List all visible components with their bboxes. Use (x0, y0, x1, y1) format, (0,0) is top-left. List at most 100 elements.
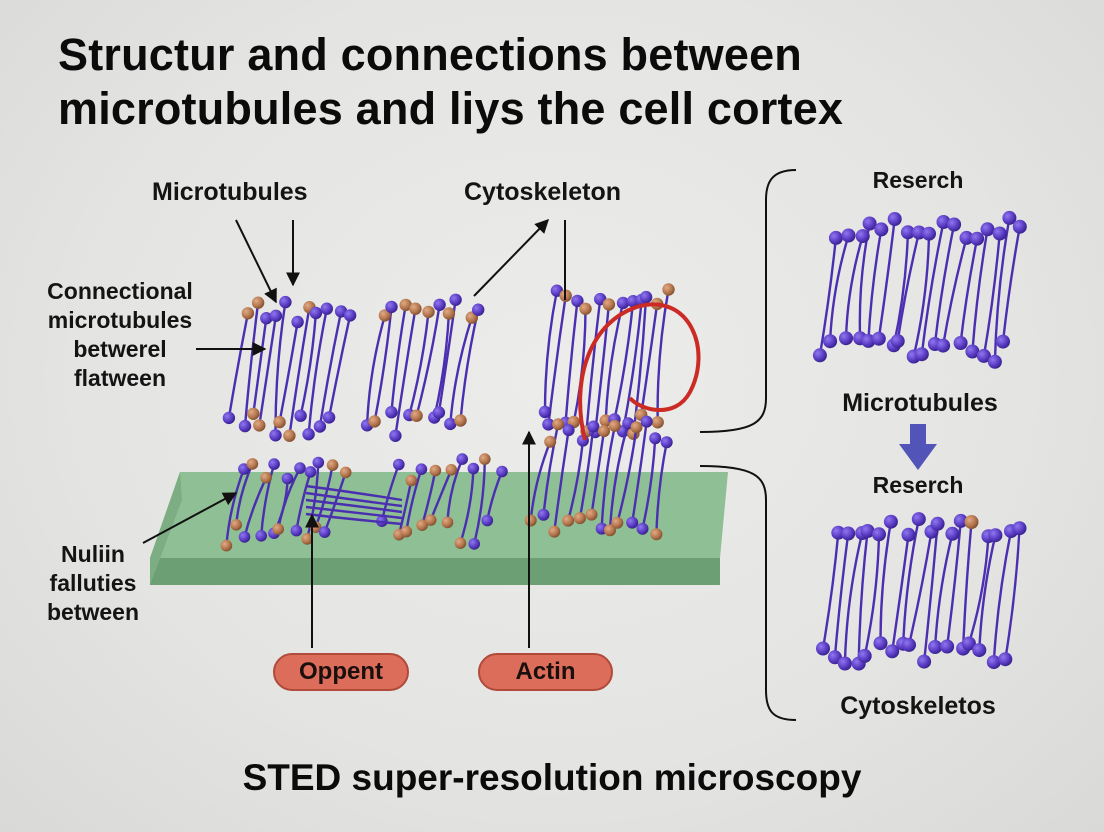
filament (307, 308, 328, 435)
annotation-arrows (142, 218, 566, 648)
pill-oppent: Oppent (273, 653, 409, 691)
bead (294, 462, 306, 474)
bead (251, 296, 265, 309)
bead (222, 411, 236, 425)
filament (933, 533, 954, 648)
bead (928, 640, 943, 654)
filament (857, 530, 869, 664)
bead (454, 414, 467, 427)
bead (857, 648, 872, 663)
filament (585, 298, 602, 432)
bead (902, 637, 916, 652)
bead (828, 230, 843, 245)
bead (587, 420, 600, 433)
bead (524, 514, 537, 527)
bead (573, 512, 586, 525)
bead (860, 524, 875, 538)
filament (1004, 528, 1021, 660)
title-line-2: microtubules and liys the cell cortex (58, 83, 844, 134)
bead (630, 421, 643, 434)
bead (269, 429, 282, 442)
filament (992, 530, 1013, 663)
label-connectional: Connectional microtubules betwerel flatw… (47, 278, 193, 391)
bead (571, 294, 584, 308)
filament (896, 232, 921, 342)
bead (988, 528, 1003, 543)
filament (993, 217, 1011, 362)
bead (871, 331, 886, 346)
title-line-1: Structur and connections between (58, 29, 802, 80)
bead (479, 453, 491, 465)
filament (243, 302, 260, 427)
filament (252, 318, 268, 414)
filament (867, 229, 883, 341)
filament (433, 313, 451, 418)
bead (468, 538, 481, 550)
bead (230, 519, 242, 531)
bead (651, 416, 664, 429)
filament (640, 303, 659, 415)
bead (959, 230, 974, 245)
diagram-title: Structur and connections between microtu… (58, 28, 1058, 136)
filament (305, 498, 403, 514)
bead (862, 216, 877, 231)
filament (971, 229, 989, 352)
bead (970, 231, 985, 246)
bead (538, 405, 552, 419)
bead (996, 334, 1010, 349)
bead (454, 537, 467, 549)
filament (613, 301, 635, 420)
bead (608, 419, 621, 432)
bead (911, 512, 926, 527)
filament (621, 299, 643, 432)
microtubule-clusters (220, 210, 1027, 671)
filament (892, 232, 910, 346)
filament (373, 306, 393, 422)
bead (368, 415, 381, 428)
bead (238, 531, 251, 543)
bead (290, 524, 303, 537)
bead (260, 471, 272, 484)
bead (322, 411, 336, 424)
bead (449, 293, 462, 306)
bead (456, 453, 469, 465)
filament (631, 421, 648, 523)
bead (291, 315, 304, 329)
bead (885, 644, 900, 659)
bead (611, 516, 624, 529)
bead (281, 472, 294, 485)
bead (562, 514, 575, 527)
filament (920, 221, 945, 355)
label-nuliin: Nuliin fallutiеs between (46, 541, 140, 625)
down-arrow-icon (899, 424, 937, 470)
bead (385, 300, 398, 314)
bead (318, 526, 331, 538)
bead (816, 641, 830, 656)
bead (639, 290, 653, 304)
bead (841, 228, 856, 243)
bead (930, 516, 945, 531)
bead (294, 409, 307, 422)
bead (343, 309, 357, 322)
filament (655, 442, 668, 535)
bead (890, 334, 905, 349)
bead (304, 466, 317, 478)
bead (585, 508, 598, 521)
bead (1002, 210, 1017, 225)
bead (827, 650, 842, 665)
bead (444, 417, 457, 431)
bead (238, 463, 250, 475)
bead (650, 528, 663, 541)
filament (902, 518, 920, 644)
bead (649, 432, 662, 445)
bead (429, 464, 442, 477)
bead (283, 429, 296, 442)
filament (258, 315, 278, 426)
bead (839, 331, 853, 346)
bead (422, 305, 435, 319)
bead (953, 336, 968, 350)
filament (632, 297, 648, 434)
filament (578, 426, 595, 519)
bead (393, 458, 405, 471)
bead (953, 513, 968, 528)
